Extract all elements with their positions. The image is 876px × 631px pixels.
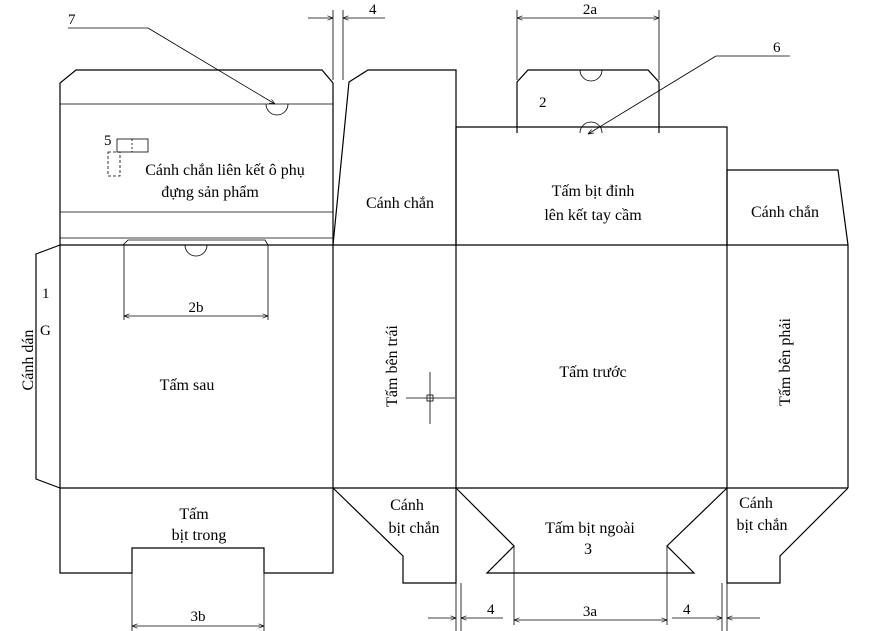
glue-flap-label: Cánh dán [20,330,37,391]
bottom-left-dust-flap-outline [332,487,457,584]
bottom-left-dust-flap-label-line2: bịt chắn [388,520,439,537]
bottom-right-dust-flap-label-line2: bịt chắn [736,517,787,534]
bottom-right-dust-flap-outline [726,487,849,584]
bottom-inner-flap-label-line2: bịt trong [172,527,227,544]
dim-2b-label: 2b [189,300,204,316]
part-5-sketch [107,138,149,177]
dim-bottom-4-left-label: 4 [487,602,495,618]
left-side-top-flap-outline [332,69,457,246]
callout-2-label: 2 [539,95,547,111]
dim-bottom-4-right-label: 4 [683,602,691,618]
inner-lock-flap-label-line2: đựng sản phẩm [161,184,259,201]
dim-bottom-4-right-lines [672,583,760,631]
dim-3b-label: 3b [191,609,206,625]
back-top-flap-outline [59,69,334,245]
inner-lock-flap-label-line1: Cánh chắn liên kết ô phụ [145,162,305,179]
dim-3a-label: 3a [583,604,598,620]
bottom-outer-flap-label-line2: 3 [584,541,592,558]
main-body-outline [59,244,849,489]
dim-2a-label: 2a [583,2,598,18]
dim-bottom-4-left-lines [428,583,503,631]
left-top-dust-flap-label: Cánh chắn [366,195,434,212]
callout-7-label: 7 [68,12,76,28]
dim-top-4-lines [308,10,385,80]
right-side-panel-label: Tấm bên phải [777,317,794,406]
callout-1-label: 1 [42,286,50,302]
top-flap-label-line1: Tấm bịt đỉnh [552,183,635,200]
top-flap-label-line2: lên kết tay cầm [544,207,642,224]
bottom-outer-flap-outline [455,487,728,625]
back-panel-label: Tấm sau [160,377,215,394]
bottom-inner-flap-outline [59,488,334,631]
callout-5-label: 5 [104,133,112,149]
dim-2a-lines [516,10,660,80]
bottom-right-dust-flap-label-line1: Cánh [739,495,773,512]
back-handle-outline [122,239,269,320]
bottom-outer-flap-label-line1: Tấm bịt ngoài [545,520,635,537]
leader-6 [588,55,790,134]
crosshair-icon [406,372,455,424]
bottom-left-dust-flap-label-line1: Cánh [390,497,424,514]
bottom-inner-flap-label-line1: Tấm [179,506,209,523]
dim-top-4-label: 4 [369,2,377,18]
callout-6-label: 6 [773,40,781,56]
glue-flap-outline [35,244,61,489]
callout-G-label: G [40,323,51,339]
right-top-dust-flap-label: Cánh chắn [751,204,819,221]
right-side-top-flap-outline [726,169,849,246]
leader-7 [68,27,275,104]
front-panel-label: Tấm trước [559,364,626,381]
left-side-panel-label: Tấm bên trái [384,325,401,407]
